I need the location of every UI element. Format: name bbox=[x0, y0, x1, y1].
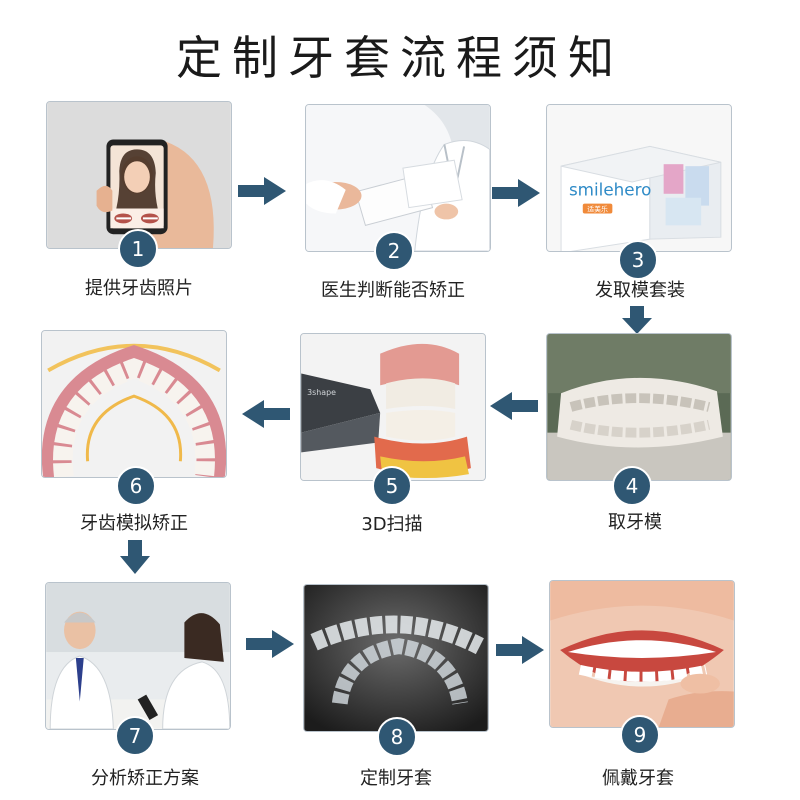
arrow-left-icon bbox=[242, 400, 290, 428]
wearing-aligner-illustration bbox=[550, 581, 734, 727]
step-label-1: 提供牙齿照片 bbox=[85, 278, 193, 299]
step-badge-4: 4 bbox=[612, 466, 652, 506]
step-badge-9: 9 bbox=[620, 715, 660, 755]
step-label-3: 发取模套装 bbox=[595, 280, 685, 301]
kit-brand-text: smilehero bbox=[569, 180, 651, 200]
arrow-right-icon bbox=[238, 177, 286, 205]
arrow-left-icon bbox=[490, 392, 538, 420]
step-badge-8: 8 bbox=[377, 717, 417, 757]
step-4-mold bbox=[546, 333, 732, 481]
kit-sub-text: 适美乐 bbox=[587, 205, 608, 214]
step-label-8: 定制牙套 bbox=[360, 768, 432, 789]
page-title: 定制牙套流程须知 bbox=[176, 31, 624, 85]
step-7-consult bbox=[45, 582, 231, 730]
impression-kit-illustration: smilehero 适美乐 bbox=[547, 105, 731, 251]
step-label-4: 取牙模 bbox=[608, 512, 662, 533]
step-6-simulation bbox=[41, 330, 227, 478]
step-2-doctor bbox=[305, 104, 491, 252]
step-badge-1: 1 bbox=[118, 229, 158, 269]
dental-arch-illustration bbox=[42, 331, 226, 477]
scanner-brand-text: 3shape bbox=[307, 388, 336, 397]
arrow-right-icon bbox=[246, 630, 294, 658]
plaster-model-illustration bbox=[547, 334, 731, 480]
step-1-photo bbox=[46, 101, 232, 249]
clear-aligner-illustration bbox=[304, 585, 488, 731]
step-8-aligner bbox=[303, 584, 489, 732]
step-badge-7: 7 bbox=[115, 716, 155, 756]
step-label-6: 牙齿模拟矫正 bbox=[80, 513, 188, 534]
doctor-tablet-illustration bbox=[306, 105, 490, 251]
arrow-down-icon bbox=[622, 306, 652, 334]
consultation-illustration bbox=[46, 583, 230, 729]
arrow-down-icon bbox=[120, 540, 150, 574]
step-label-9: 佩戴牙套 bbox=[602, 768, 674, 789]
step-label-2: 医生判断能否矫正 bbox=[321, 280, 465, 301]
3d-scan-illustration: 3shape bbox=[301, 334, 485, 480]
step-9-wear bbox=[549, 580, 735, 728]
arrow-right-icon bbox=[492, 179, 540, 207]
arrow-right-icon bbox=[496, 636, 544, 664]
phone-photo-illustration bbox=[47, 102, 231, 248]
step-label-5: 3D扫描 bbox=[361, 514, 423, 535]
step-5-scan: 3shape bbox=[300, 333, 486, 481]
step-badge-5: 5 bbox=[372, 466, 412, 506]
step-3-kit: smilehero 适美乐 bbox=[546, 104, 732, 252]
step-badge-3: 3 bbox=[618, 240, 658, 280]
step-label-7: 分析矫正方案 bbox=[91, 768, 199, 789]
step-badge-2: 2 bbox=[374, 231, 414, 271]
step-badge-6: 6 bbox=[116, 466, 156, 506]
